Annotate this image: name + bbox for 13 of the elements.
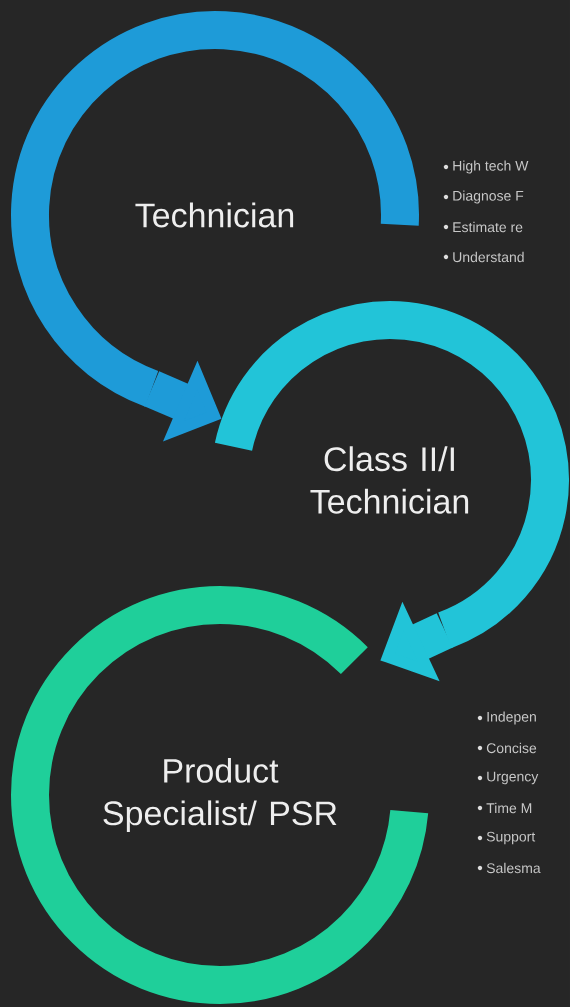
bullet-item: Estimate re: [443, 221, 523, 233]
bullet-item: Support: [477, 831, 536, 845]
bullet-item: High tech W: [443, 160, 529, 174]
bullet-item: Concise: [477, 742, 537, 754]
bullet-item: Understand: [443, 251, 524, 263]
bullet-item: Salesma: [477, 862, 541, 874]
ring: Technician: [11, 11, 419, 407]
bullet-item: Indepen: [477, 711, 536, 725]
bullet-item: Time M: [477, 802, 532, 814]
bullet-item: Diagnose F: [443, 190, 524, 204]
bullet-item: Urgency: [477, 771, 539, 785]
ring: Class II/I Technician: [215, 301, 569, 648]
ring: Product Specialist/ PSR: [11, 586, 429, 1004]
